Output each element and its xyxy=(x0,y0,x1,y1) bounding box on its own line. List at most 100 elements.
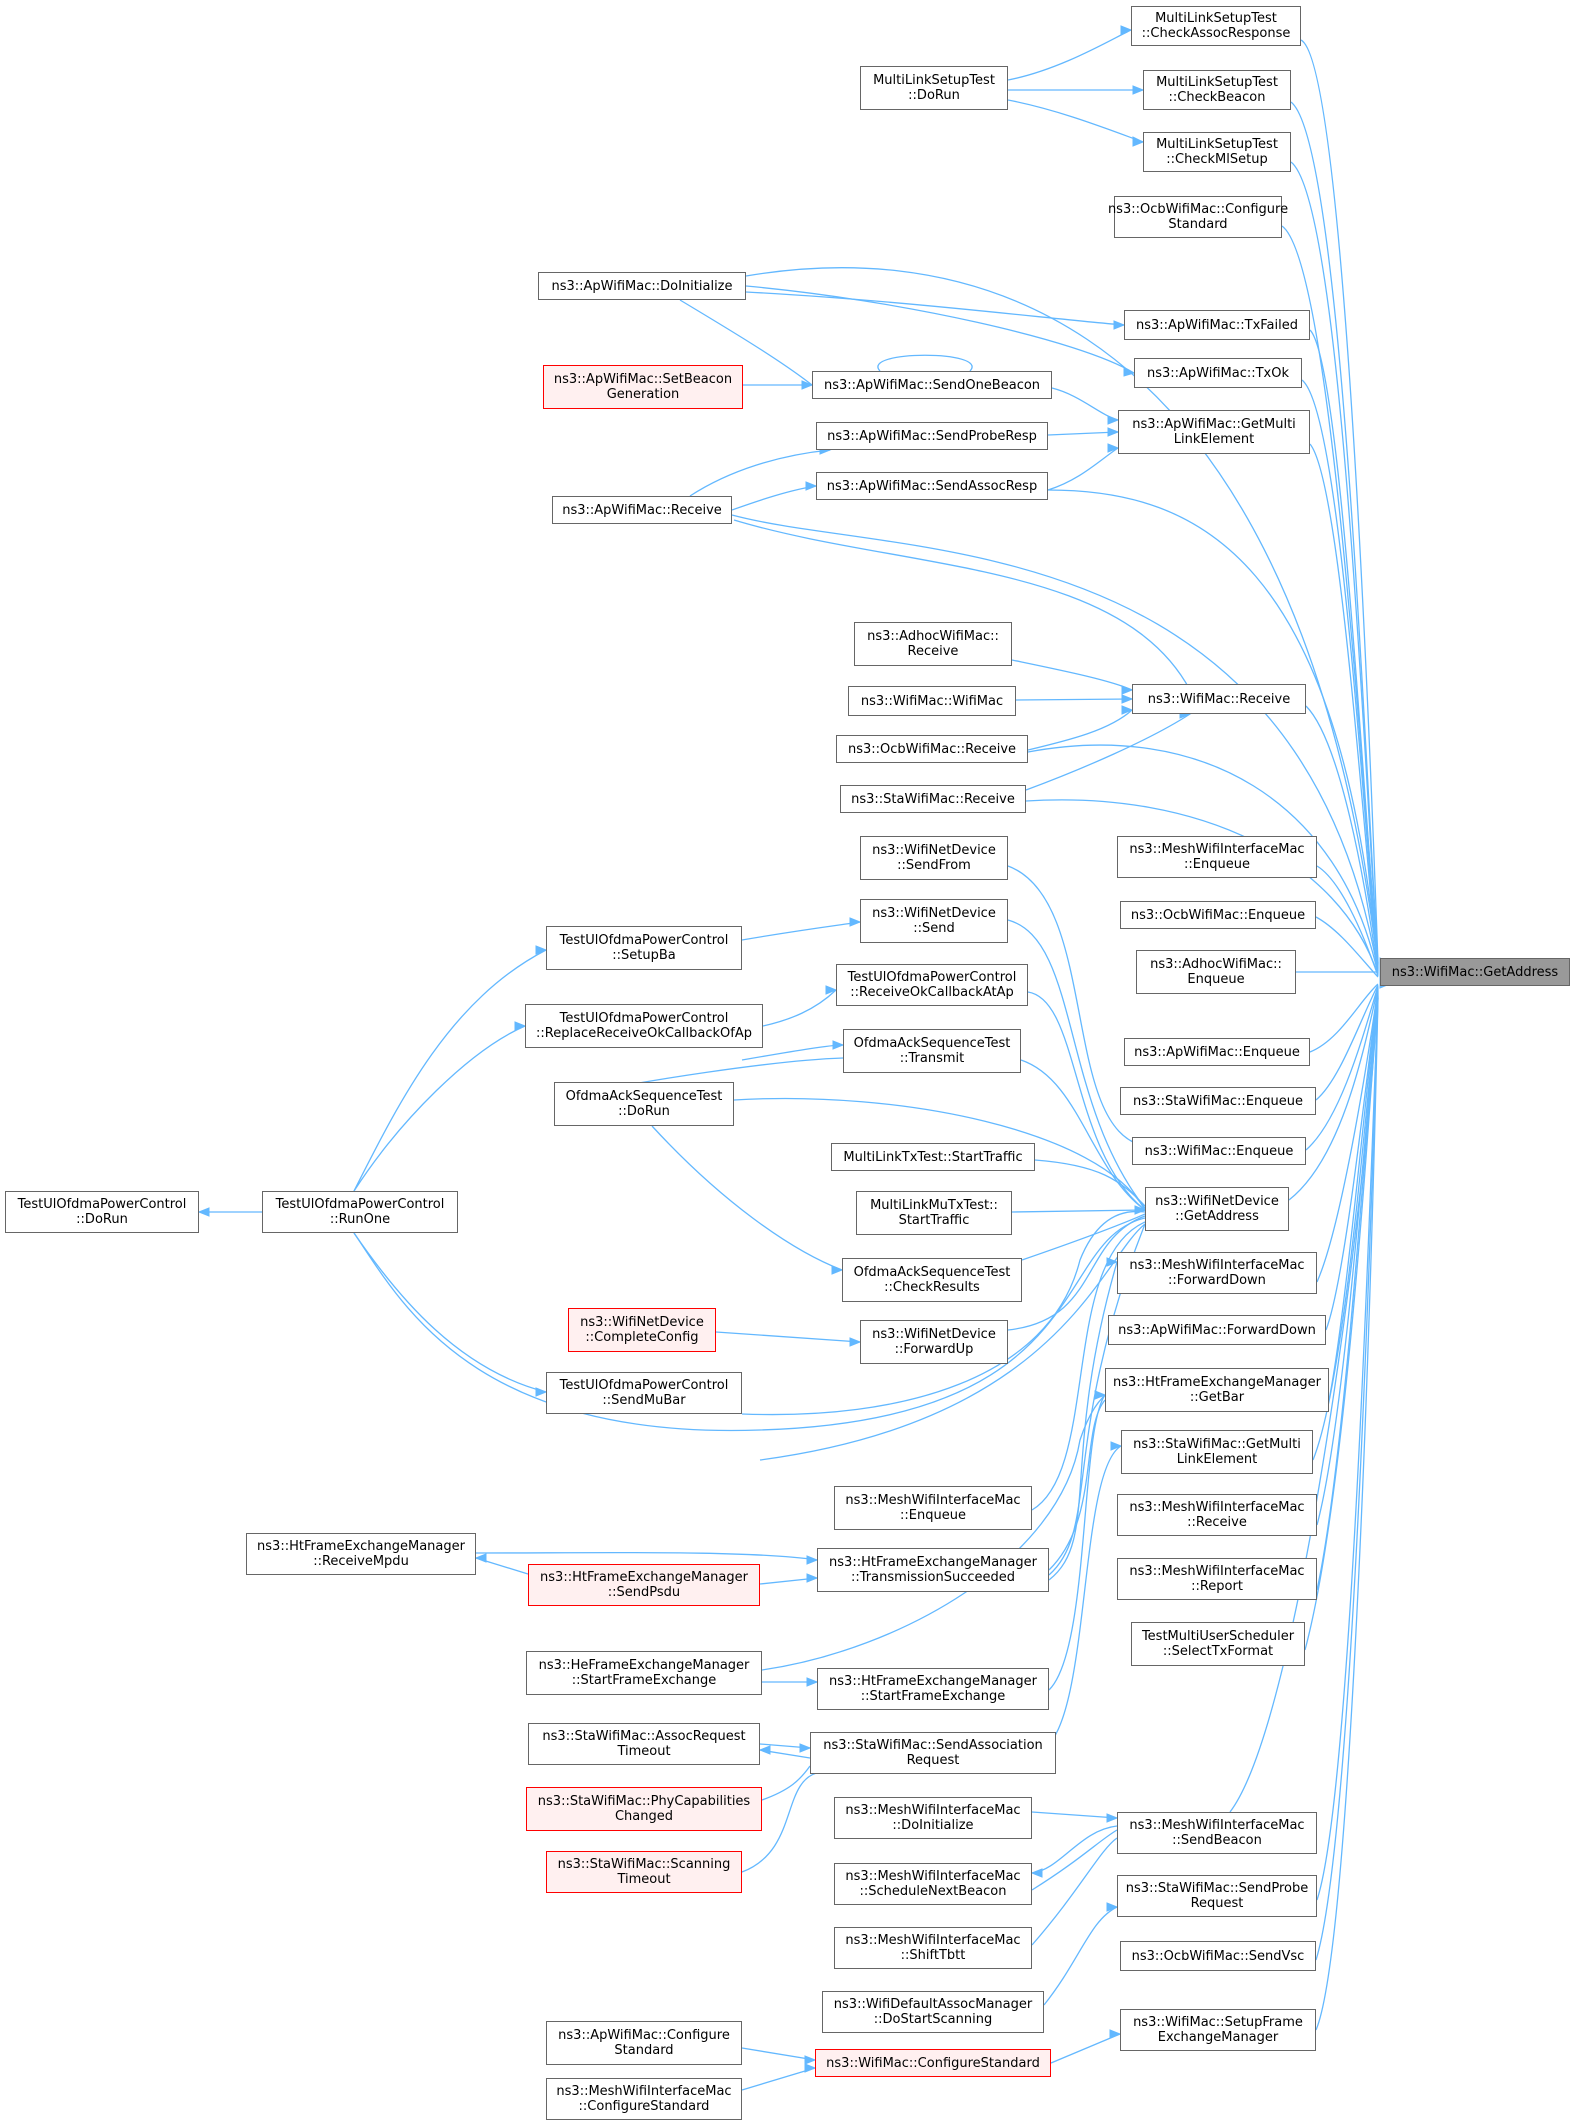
node-wifimac-configurestandard[interactable]: ns3::WifiMac::ConfigureStandard xyxy=(815,2049,1051,2077)
node-htframeexchangemanager-getbar[interactable]: ns3::HtFrameExchangeManager ::GetBar xyxy=(1105,1368,1329,1412)
node-meshwifiinterfacemac-report[interactable]: ns3::MeshWifiInterfaceMac ::Report xyxy=(1117,1558,1317,1600)
node-multilinksetuptest-checkbeacon[interactable]: MultiLinkSetupTest ::CheckBeacon xyxy=(1143,70,1291,110)
node-stawifimac-sendproberequest[interactable]: ns3::StaWifiMac::SendProbe Request xyxy=(1117,1875,1317,1917)
node-apwifimac-setbeacongeneration[interactable]: ns3::ApWifiMac::SetBeacon Generation xyxy=(543,365,743,409)
node-wifinetdevice-send[interactable]: ns3::WifiNetDevice ::Send xyxy=(860,899,1008,943)
node-stawifimac-getmultilinkelement[interactable]: ns3::StaWifiMac::GetMulti LinkElement xyxy=(1121,1430,1313,1474)
node-ocbwifimac-configurestandard[interactable]: ns3::OcbWifiMac::Configure Standard xyxy=(1108,196,1288,238)
edge-arrowhead xyxy=(1113,320,1126,330)
node-htframeexchangemanager-transmissionsucceeded[interactable]: ns3::HtFrameExchangeManager ::Transmissi… xyxy=(817,1548,1049,1592)
node-apwifimac-sendonebeacon[interactable]: ns3::ApWifiMac::SendOneBeacon xyxy=(812,371,1052,399)
node-apwifimac-txfailed[interactable]: ns3::ApWifiMac::TxFailed xyxy=(1124,310,1310,340)
node-adhocwifimac-enqueue[interactable]: ns3::AdhocWifiMac:: Enqueue xyxy=(1136,950,1296,994)
node-testmultiuserscheduler-selecttxformat[interactable]: TestMultiUserScheduler ::SelectTxFormat xyxy=(1131,1622,1305,1666)
node-stawifimac-scanningtimeout[interactable]: ns3::StaWifiMac::Scanning Timeout xyxy=(546,1851,742,1893)
node-multilinktxtest-starttraffic[interactable]: MultiLinkTxTest::StartTraffic xyxy=(831,1143,1035,1171)
call-edge xyxy=(1011,1209,1146,1213)
call-edge xyxy=(1043,1906,1118,2006)
node-testulofdmapowercontrol-setupba[interactable]: TestUlOfdmaPowerControl ::SetupBa xyxy=(546,926,742,970)
node-adhocwifimac-receive[interactable]: ns3::AdhocWifiMac:: Receive xyxy=(854,622,1012,666)
call-edge xyxy=(715,1331,861,1343)
node-wifimac-wifimac[interactable]: ns3::WifiMac::WifiMac xyxy=(848,686,1016,716)
node-testulofdmapowercontrol-receiveokcallbackatap[interactable]: TestUlOfdmaPowerControl ::ReceiveOkCallb… xyxy=(836,964,1028,1006)
node-wifimac-enqueue[interactable]: ns3::WifiMac::Enqueue xyxy=(1132,1137,1306,1165)
node-apwifimac-enqueue[interactable]: ns3::ApWifiMac::Enqueue xyxy=(1124,1038,1310,1066)
node-meshwifiinterfacemac-enqueue-right[interactable]: ns3::MeshWifiInterfaceMac ::Enqueue xyxy=(1117,836,1317,878)
node-apwifimac-txok[interactable]: ns3::ApWifiMac::TxOk xyxy=(1134,358,1302,388)
node-wifinetdevice-sendfrom[interactable]: ns3::WifiNetDevice ::SendFrom xyxy=(860,836,1008,880)
node-stawifimac-assocrequesttimeout[interactable]: ns3::StaWifiMac::AssocRequest Timeout xyxy=(528,1723,760,1765)
node-wifinetdevice-getaddress[interactable]: ns3::WifiNetDevice ::GetAddress xyxy=(1145,1187,1289,1231)
node-meshwifiinterfacemac-receive[interactable]: ns3::MeshWifiInterfaceMac ::Receive xyxy=(1117,1494,1317,1536)
node-testulofdmapowercontrol-runone[interactable]: TestUlOfdmaPowerControl ::RunOne xyxy=(262,1191,458,1233)
call-edge xyxy=(762,989,837,1027)
node-ofdmaacksequencetest-checkresults[interactable]: OfdmaAckSequenceTest ::CheckResults xyxy=(842,1258,1022,1302)
node-apwifimac-sendassocresp[interactable]: ns3::ApWifiMac::SendAssocResp xyxy=(816,472,1048,500)
node-heframeexchangemanager-startframeexchange[interactable]: ns3::HeFrameExchangeManager ::StartFrame… xyxy=(526,1651,762,1695)
call-edge xyxy=(1007,865,1146,1147)
node-wifidefaultassocmanager-dostartscanning[interactable]: ns3::WifiDefaultAssocManager ::DoStartSc… xyxy=(822,1991,1044,2033)
call-edge xyxy=(761,1765,811,1801)
node-meshwifiinterfacemac-doinitialize[interactable]: ns3::MeshWifiInterfaceMac ::DoInitialize xyxy=(834,1797,1032,1839)
node-ocbwifimac-enqueue[interactable]: ns3::OcbWifiMac::Enqueue xyxy=(1120,901,1316,929)
call-edge xyxy=(745,291,1125,326)
node-ocbwifimac-sendvsc[interactable]: ns3::OcbWifiMac::SendVsc xyxy=(1120,1941,1316,1971)
node-testulofdmapowercontrol-sendmubar[interactable]: TestUlOfdmaPowerControl ::SendMuBar xyxy=(546,1372,742,1414)
node-meshwifiinterfacemac-forwarddown[interactable]: ns3::MeshWifiInterfaceMac ::ForwardDown xyxy=(1117,1252,1317,1294)
node-apwifimac-getmultilinkelement[interactable]: ns3::ApWifiMac::GetMulti LinkElement xyxy=(1118,410,1310,454)
call-edge xyxy=(1328,989,1379,1401)
edge-arrowhead xyxy=(1106,1257,1119,1267)
node-multilinkmutxtest-starttraffic[interactable]: MultiLinkMuTxTest:: StartTraffic xyxy=(856,1191,1012,1235)
node-htframeexchangemanager-sendpsdu[interactable]: ns3::HtFrameExchangeManager ::SendPsdu xyxy=(528,1564,760,1606)
node-wifinetdevice-forwardup[interactable]: ns3::WifiNetDevice ::ForwardUp xyxy=(860,1320,1008,1364)
edge-arrowhead xyxy=(1110,1441,1123,1451)
call-edge xyxy=(1027,709,1133,751)
node-meshwifiinterfacemac-schedulenextbeacon[interactable]: ns3::MeshWifiInterfaceMac ::ScheduleNext… xyxy=(834,1863,1032,1905)
call-edge xyxy=(1011,659,1133,691)
call-edge xyxy=(1305,705,1379,974)
edge-arrowhead xyxy=(849,917,862,927)
node-wifimac-receive[interactable]: ns3::WifiMac::Receive xyxy=(1132,684,1306,714)
node-multilinksetuptest-checkmlsetup[interactable]: MultiLinkSetupTest ::CheckMlSetup xyxy=(1143,132,1291,172)
node-stawifimac-receive[interactable]: ns3::StaWifiMac::Receive xyxy=(840,785,1026,813)
node-wifimac-setupframeexchangemanager[interactable]: ns3::WifiMac::SetupFrame ExchangeManager xyxy=(1120,2009,1316,2051)
node-apwifimac-forwarddown[interactable]: ns3::ApWifiMac::ForwardDown xyxy=(1108,1315,1326,1345)
call-edge xyxy=(1315,997,1379,2031)
call-edge xyxy=(741,1210,1146,1416)
call-edge xyxy=(877,354,973,372)
edge-arrowhead xyxy=(1106,1902,1119,1912)
node-wifinetdevice-completeconfig[interactable]: ns3::WifiNetDevice ::CompleteConfig xyxy=(568,1308,716,1352)
node-stawifimac-phycapabilitieschanged[interactable]: ns3::StaWifiMac::PhyCapabilities Changed xyxy=(526,1787,762,1831)
node-ofdmaacksequencetest-transmit[interactable]: OfdmaAckSequenceTest ::Transmit xyxy=(843,1029,1021,1073)
node-apwifimac-sendproberesp[interactable]: ns3::ApWifiMac::SendProbeResp xyxy=(816,422,1048,450)
edge-arrowhead xyxy=(831,1265,844,1275)
node-apwifimac-receive[interactable]: ns3::ApWifiMac::Receive xyxy=(552,496,732,524)
node-ofdmaacksequencetest-dorun[interactable]: OfdmaAckSequenceTest ::DoRun xyxy=(554,1082,734,1126)
node-htframeexchangemanager-receivempdu[interactable]: ns3::HtFrameExchangeManager ::ReceiveMpd… xyxy=(246,1533,476,1575)
call-edge xyxy=(1288,986,1379,1201)
node-multilinksetuptest-dorun[interactable]: MultiLinkSetupTest ::DoRun xyxy=(860,66,1008,110)
node-htframeexchangemanager-startframeexchange[interactable]: ns3::HtFrameExchangeManager ::StartFrame… xyxy=(817,1668,1049,1710)
edge-arrowhead xyxy=(1094,1390,1107,1400)
node-testulofdmapowercontrol-replacereceiveokcallbackofap[interactable]: TestUlOfdmaPowerControl ::ReplaceReceive… xyxy=(525,1004,763,1048)
node-apwifimac-doinitialize[interactable]: ns3::ApWifiMac::DoInitialize xyxy=(538,272,746,300)
edge-arrowhead xyxy=(535,945,548,955)
node-stawifimac-enqueue[interactable]: ns3::StaWifiMac::Enqueue xyxy=(1120,1087,1316,1115)
edge-arrowhead xyxy=(799,1743,812,1753)
node-meshwifiinterfacemac-enqueue-left[interactable]: ns3::MeshWifiInterfaceMac ::Enqueue xyxy=(834,1486,1032,1530)
edge-arrowhead xyxy=(1121,705,1134,715)
node-ocbwifimac-receive[interactable]: ns3::OcbWifiMac::Receive xyxy=(836,735,1028,763)
call-edge xyxy=(733,519,1191,691)
call-edge xyxy=(1031,1811,1118,1819)
call-edge xyxy=(1047,447,1119,491)
node-stawifimac-sendassociationrequest[interactable]: ns3::StaWifiMac::SendAssociation Request xyxy=(810,1732,1056,1774)
node-meshwifiinterfacemac-configurestandard[interactable]: ns3::MeshWifiInterfaceMac ::ConfigureSta… xyxy=(546,2078,742,2120)
call-edge xyxy=(1007,29,1132,81)
edge-arrowhead xyxy=(825,985,838,995)
node-apwifimac-configurestandard[interactable]: ns3::ApWifiMac::Configure Standard xyxy=(546,2021,742,2065)
call-edge xyxy=(1316,995,1379,1901)
node-meshwifiinterfacemac-shifttbtt[interactable]: ns3::MeshWifiInterfaceMac ::ShiftTbtt xyxy=(834,1927,1032,1969)
node-meshwifiinterfacemac-sendbeacon[interactable]: ns3::MeshWifiInterfaceMac ::SendBeacon xyxy=(1117,1812,1317,1854)
node-testulofdmapowercontrol-dorun[interactable]: TestUlOfdmaPowerControl ::DoRun xyxy=(5,1191,199,1233)
node-multilinksetuptest-checkassocresponse[interactable]: MultiLinkSetupTest ::CheckAssocResponse xyxy=(1131,6,1301,46)
